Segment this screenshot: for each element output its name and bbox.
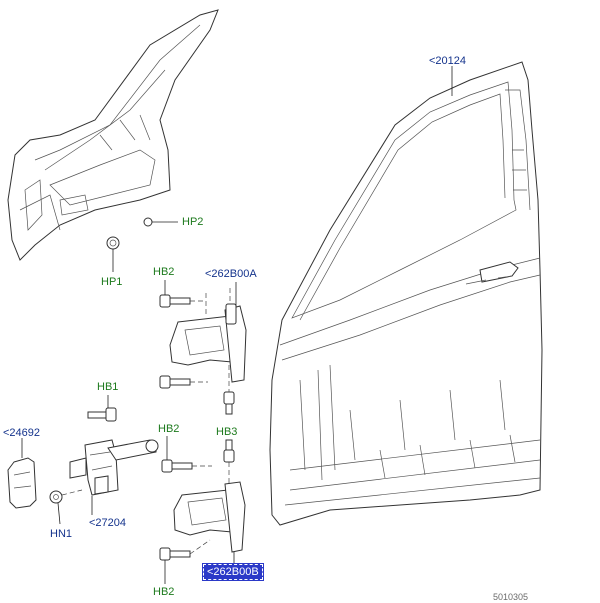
check-strap-pad-part[interactable] — [7, 457, 37, 509]
hb2-bolt-bottom-part[interactable] — [159, 547, 191, 584]
hp1-plug-part[interactable] — [106, 236, 120, 272]
label-hb2-bottom[interactable]: HB2 — [153, 586, 175, 598]
label-hb2-mid[interactable]: HB2 — [158, 423, 180, 435]
label-hb2-top[interactable]: HB2 — [153, 266, 175, 278]
hb1-bolt-part[interactable] — [87, 395, 117, 422]
hp2-fastener-part[interactable] — [143, 217, 178, 227]
front-door-shell-part[interactable] — [269, 61, 543, 526]
label-hp1[interactable]: HP1 — [101, 276, 123, 288]
drawing-reference-number: 5010305 — [493, 592, 529, 602]
hn1-nut-part[interactable] — [49, 490, 63, 525]
body-aperture-part[interactable] — [7, 9, 219, 261]
hb2-bolt-lower-part[interactable] — [161, 436, 193, 473]
label-hb1[interactable]: HB1 — [97, 381, 119, 393]
label-hp2[interactable]: HP2 — [182, 216, 204, 228]
upper-hinge-part[interactable] — [169, 303, 247, 383]
label-27204[interactable]: <27204 — [89, 517, 127, 529]
hb2-bolt-top-part[interactable] — [159, 280, 191, 308]
hb2-bolt-mid-part[interactable] — [159, 375, 191, 389]
label-hinge-lower[interactable]: <262B00B — [202, 563, 264, 581]
label-20124[interactable]: <20124 — [429, 55, 467, 67]
lower-hinge-part[interactable] — [173, 481, 246, 553]
label-hinge-upper[interactable]: <262B00A — [205, 268, 257, 280]
label-hb3[interactable]: HB3 — [216, 426, 238, 438]
door-check-strap-part[interactable] — [69, 439, 159, 496]
label-24692[interactable]: <24692 — [3, 427, 41, 439]
label-hn1[interactable]: HN1 — [50, 528, 73, 540]
